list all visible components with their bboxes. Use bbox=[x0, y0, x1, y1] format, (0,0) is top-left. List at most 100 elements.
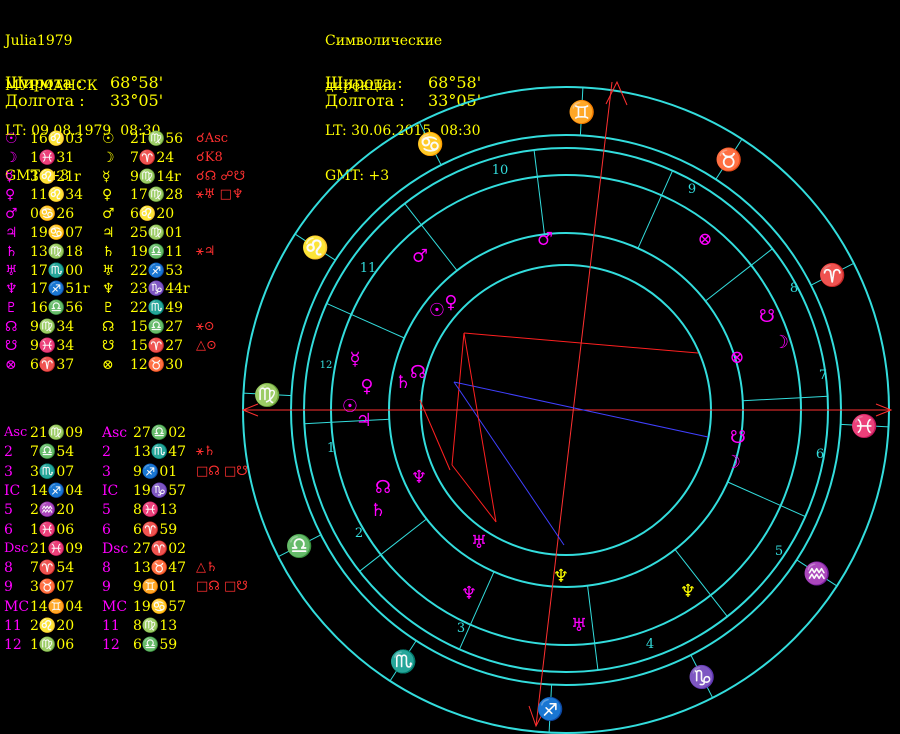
planet-glyph-natal-venus: ♀ bbox=[5, 187, 16, 204]
planet-glyph-dir-south-node: ☋ bbox=[102, 337, 115, 354]
zodiac-sign-glyph: ♒ bbox=[803, 561, 830, 587]
house-natal-pos-1: 7♎54 bbox=[30, 444, 75, 461]
planet-glyph-natal-jupiter: ♃ bbox=[5, 225, 18, 241]
planet-dir-pos-part-of-fortune: 12♉30 bbox=[130, 356, 184, 373]
zodiac-sign-glyph: ♎ bbox=[286, 534, 313, 560]
zodiac-sign-glyph: ♌ bbox=[302, 235, 329, 261]
planet-glyph-dir-neptune: ♆ bbox=[102, 281, 115, 298]
house-divider-inner bbox=[674, 549, 712, 596]
house-aspect-1: ⚹♄ bbox=[196, 444, 216, 460]
planet-glyph-natal-north-node: ☊ bbox=[5, 319, 18, 335]
house-label-natal-5: 6 bbox=[4, 521, 13, 538]
aspect-line bbox=[463, 332, 497, 523]
house-label-dir-10: 11 bbox=[102, 618, 120, 634]
house-label-natal-6: Dsc bbox=[4, 540, 29, 556]
planet-glyph-directed: ☊ bbox=[375, 477, 391, 498]
house-label-dir-8: 9 bbox=[102, 579, 111, 596]
zodiac-sign-glyph: ♉ bbox=[715, 147, 742, 173]
house-divider bbox=[800, 395, 828, 399]
house-label-natal-8: 9 bbox=[4, 579, 13, 596]
natal-gmt: GMT: +3 bbox=[5, 168, 70, 184]
house-number: 8 bbox=[790, 281, 798, 296]
house-divider-inner bbox=[469, 571, 495, 625]
house-label-dir-9: MC bbox=[102, 598, 128, 615]
house-dir-pos-10: 8♍13 bbox=[133, 618, 178, 634]
directed-longitude-label: Долгота : bbox=[325, 91, 405, 110]
house-divider-inner bbox=[705, 264, 752, 302]
house-divider bbox=[594, 643, 599, 671]
sign-divider bbox=[579, 87, 584, 136]
house-natal-pos-8: 3♉07 bbox=[30, 579, 75, 596]
house-divider-inner bbox=[587, 585, 596, 644]
house-label-natal-4: 5 bbox=[4, 502, 13, 519]
planet-natal-pos-mercury: 3♌21r bbox=[30, 168, 81, 185]
planet-glyph-directed: ♆ bbox=[461, 583, 477, 604]
house-label-dir-6: Dsc bbox=[102, 540, 129, 557]
natal-longitude-value: 33°05' bbox=[110, 91, 164, 110]
planet-dir-pos-south-node: 15♈27 bbox=[130, 337, 184, 354]
planet-aspect-north-node: ⚹⊙ bbox=[196, 319, 215, 334]
aspect-line bbox=[419, 399, 451, 471]
directed-latitude-label: Широта : bbox=[325, 73, 403, 92]
planet-aspect-mercury: ☌☊ ☍☋ bbox=[196, 168, 246, 184]
planet-natal-pos-venus: 11♌34 bbox=[30, 187, 84, 204]
house-natal-pos-9: 14♊04 bbox=[30, 598, 84, 615]
planet-natal-pos-jupiter: 19♋07 bbox=[30, 225, 84, 241]
house-number: 3 bbox=[457, 621, 465, 636]
natal-latitude-label: Широта : bbox=[5, 73, 83, 92]
planet-aspect-sun: ☌Asc bbox=[196, 131, 229, 146]
planet-glyph-dir-mars: ♂ bbox=[102, 206, 115, 223]
planet-aspect-saturn: ⚹♃ bbox=[196, 243, 216, 259]
planet-dir-pos-venus: 17♍28 bbox=[130, 187, 184, 204]
house-natal-pos-5: 1♓06 bbox=[30, 521, 75, 538]
planet-glyph-natal-pluto: ♇ bbox=[5, 300, 18, 317]
house-natal-pos-4: 2♒20 bbox=[30, 502, 75, 519]
planet-glyph-directed: ♂ bbox=[412, 246, 428, 267]
natal-header: Julia1979 МУРМАНСК LT: 09.08.1979 08:30 … bbox=[5, 4, 161, 199]
house-label-natal-9: MC bbox=[4, 598, 30, 615]
sign-divider bbox=[796, 559, 838, 587]
house-natal-pos-0: 21♍09 bbox=[30, 425, 84, 441]
planet-glyph-directed: ☉ bbox=[429, 300, 445, 321]
ic-arrow bbox=[528, 705, 547, 728]
planet-natal-pos-mars: 0♋26 bbox=[30, 206, 75, 223]
house-dir-pos-1: 13♏47 bbox=[133, 444, 187, 461]
planet-glyph-dir-jupiter: ♃ bbox=[102, 225, 115, 241]
house-divider bbox=[304, 421, 332, 425]
house-divider-inner bbox=[331, 418, 390, 423]
planet-dir-pos-jupiter: 25♍01 bbox=[130, 225, 184, 241]
planet-glyph-dir-venus: ♀ bbox=[102, 187, 113, 204]
planet-glyph-directed: ♅ bbox=[571, 615, 587, 636]
sign-divider bbox=[277, 534, 322, 558]
aspect-line bbox=[451, 464, 497, 523]
house-divider-inner bbox=[637, 195, 663, 249]
house-divider-inner bbox=[742, 397, 801, 402]
planet-glyph-dir-pluto: ♇ bbox=[102, 300, 115, 317]
planet-glyph-directed: ♆ bbox=[411, 467, 427, 488]
house-label-natal-1: 2 bbox=[4, 444, 13, 461]
house-number: 11 bbox=[360, 261, 377, 276]
planet-natal-pos-pluto: 16♎56 bbox=[30, 300, 84, 317]
house-label-dir-0: Asc bbox=[102, 425, 128, 441]
house-dir-pos-7: 13♉47 bbox=[133, 560, 187, 577]
zodiac-sign-glyph: ♊ bbox=[568, 99, 595, 125]
sign-divider bbox=[690, 654, 714, 699]
natal-city: МУРМАНСК bbox=[5, 78, 98, 94]
house-label-natal-7: 8 bbox=[4, 560, 13, 577]
zodiac-sign-glyph: ♋ bbox=[417, 132, 444, 158]
house-aspect-7: △♄ bbox=[196, 560, 218, 576]
house-number: 4 bbox=[646, 637, 654, 652]
house-divider bbox=[750, 248, 773, 266]
house-label-dir-3: IC bbox=[102, 482, 119, 499]
natal-latitude-value: 68°58' bbox=[110, 73, 164, 92]
planet-glyph-directed: ♃ bbox=[356, 410, 372, 431]
planet-glyph-natal-sun: ☉ bbox=[5, 131, 18, 147]
zodiac-sign-glyph: ♓ bbox=[851, 414, 878, 440]
natal-longitude-label: Долгота : bbox=[5, 91, 85, 110]
planet-natal-pos-part-of-fortune: 6♈37 bbox=[30, 356, 75, 373]
zodiac-sign-glyph: ♍ bbox=[254, 382, 281, 408]
house-label-dir-4: 5 bbox=[102, 502, 111, 519]
